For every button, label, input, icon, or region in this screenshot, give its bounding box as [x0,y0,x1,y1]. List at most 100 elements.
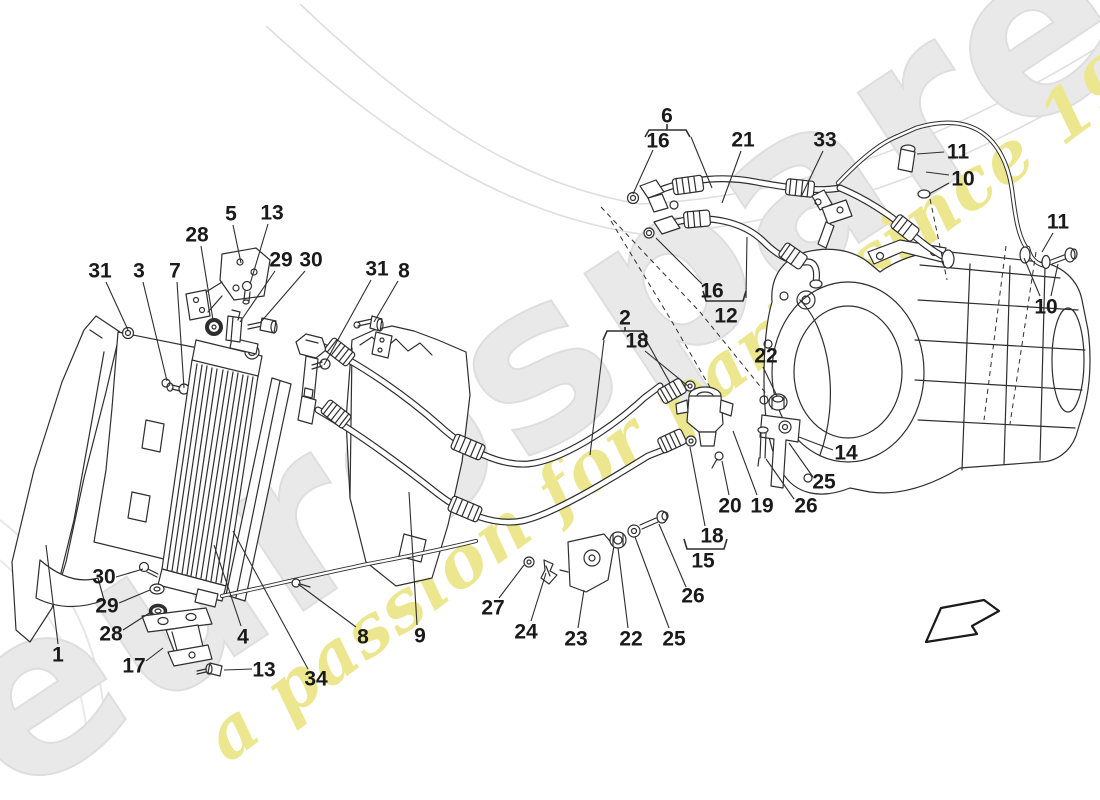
leader-line [213,544,242,627]
leader-line [655,237,703,285]
part-label-29a: 29 [269,249,292,272]
bolt-13-lower [196,662,223,677]
slim-panel [225,377,292,602]
part-label-31a: 31 [88,260,112,283]
corrugated-sleeve [784,178,816,198]
clamp-29-top [225,309,243,343]
leader-line [721,150,742,204]
bolt-26-upper [757,426,769,467]
leader-line [232,530,309,670]
leader-line [644,350,689,387]
corrugated-sleeve [447,495,483,523]
leader-line [239,270,276,323]
part-label-26a: 26 [794,495,817,518]
leader-line [118,589,151,604]
part-label-28b: 28 [99,623,123,646]
dashed-line [600,206,769,397]
part-label-30a: 30 [299,249,322,272]
pipe-bracket-33 [811,189,853,249]
part-label-16a: 16 [646,130,669,153]
swoosh-curve-upper [299,3,1100,205]
part-label-30b: 30 [92,566,115,589]
group-brackets [602,124,747,550]
leader-line [122,611,152,631]
leader-line [176,281,185,389]
cooler-outlet [194,588,219,608]
leader-line [115,568,144,578]
part-label-19: 19 [750,495,773,518]
leader-line [1023,257,1041,297]
bolt-26-lower [639,510,669,530]
leader-line [658,523,687,588]
part-label-15: 15 [691,550,715,573]
leader-line [223,668,253,671]
dashed-line [1009,251,1037,425]
corrugated-sleeve [324,337,356,367]
part-label-2: 2 [619,307,631,330]
leader-line [408,491,418,626]
banjo-fitting-16b [643,215,681,239]
dashed-line [610,220,712,390]
part-label-18b: 18 [700,525,724,548]
oil-cooler [157,337,263,608]
bolt-30-top [247,317,278,334]
part-label-33: 33 [813,129,836,152]
part-label-12: 12 [714,305,737,328]
breather-pipe [835,120,1031,253]
part-label-18a: 18 [625,330,649,353]
leader-line [762,366,778,397]
corrugated-sleeve [671,174,705,196]
grommet-29-lower [149,583,165,595]
leader-line [800,150,824,198]
plug-bolt-11b [1064,247,1076,263]
part-label-10a: 10 [951,168,974,191]
seal-ring-18b [685,435,697,447]
part-label-34: 34 [304,668,328,691]
leader-line [530,572,547,622]
elbow-union [297,395,317,425]
corrugated-sleeve [320,399,352,429]
part-label-13b: 13 [252,659,275,682]
part-label-13a: 13 [260,202,283,225]
part-label-24: 24 [514,621,538,644]
part-label-25b: 25 [662,628,686,651]
leader-line [259,270,306,324]
part-label-11b: 11 [1047,211,1070,234]
part-label-22b: 22 [619,628,642,651]
hose-middle-upper [318,342,664,468]
part-label-20: 20 [718,495,741,518]
diagram-art [11,120,1091,677]
leader-line [589,339,605,456]
leader-line [721,460,730,496]
leader-line [373,280,399,323]
part-label-31b: 31 [365,258,389,281]
part-label-5: 5 [225,203,237,226]
grommet-22-upper [768,393,788,411]
dashed-line [929,198,948,281]
part-label-3: 3 [133,260,145,283]
leader-line [200,245,214,321]
part-label-8a: 8 [398,260,410,283]
corrugated-sleeve [683,209,711,229]
grommet-28-top [205,318,223,336]
direction-arrow [924,598,1001,644]
leader-line [145,647,164,662]
leader-line [690,136,713,189]
swoosh-curve-lower [265,25,1100,235]
leader-lines [45,136,1059,671]
leader-line [249,223,269,285]
dashed-line [983,245,1007,421]
grommet-31-left [121,326,135,340]
union-fitting-11a [897,144,931,199]
leader-line [1041,232,1054,253]
leader-line [105,281,129,331]
bracket-23 [559,533,615,593]
part-label-6: 6 [661,105,673,128]
leader-line [916,151,945,155]
leader-line [632,149,654,195]
small-plate [371,331,393,359]
washer-25-lower [627,524,641,538]
leader-line [498,564,525,599]
part-label-21: 21 [731,129,755,152]
